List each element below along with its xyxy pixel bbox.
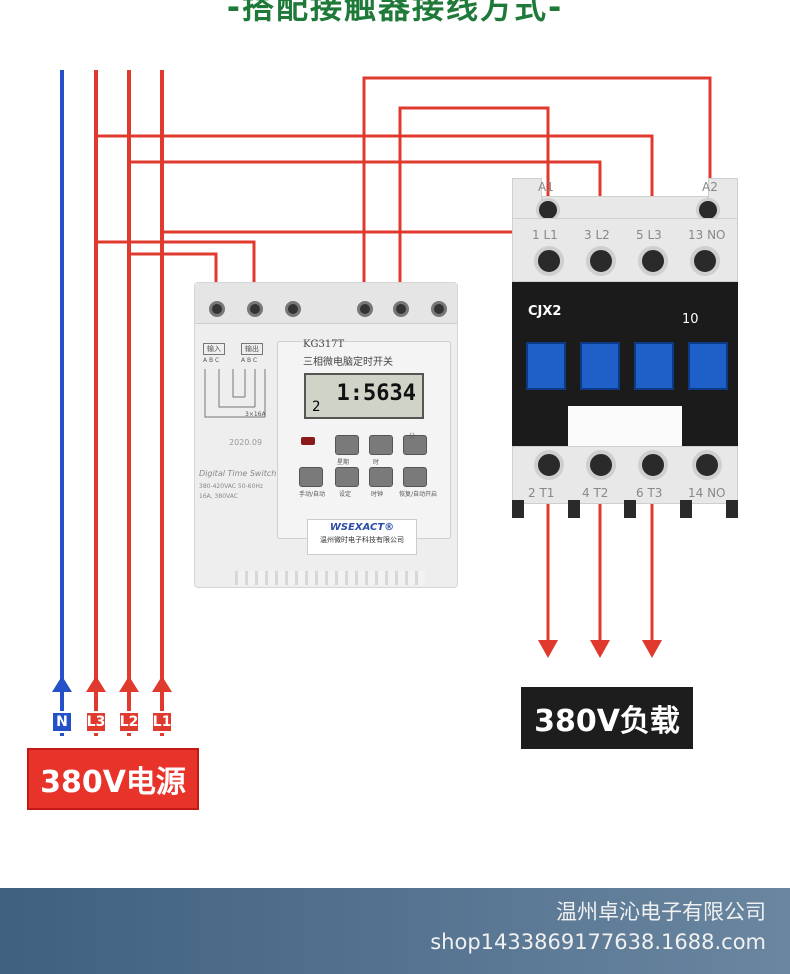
contactor-screw-l3-icon [638, 246, 668, 276]
contactor-screw-l2-icon [586, 246, 616, 276]
timer-company: 温州微时电子科技有限公司 [320, 536, 404, 544]
timer-label-clock: 时钟 [371, 491, 384, 498]
timer-button-hour[interactable] [369, 435, 393, 455]
contactor-label-t2: 4 T2 [582, 486, 609, 500]
timer-button-set[interactable] [335, 467, 359, 487]
timer-spec-voltage: 380-420VAC 50-60Hz [199, 483, 263, 490]
timer-vent [235, 571, 425, 585]
contactor-foot [624, 500, 636, 518]
contactor-indicator [634, 342, 674, 390]
arrow-n [52, 676, 72, 692]
contactor-model: CJX2 [528, 304, 562, 319]
timer-button-reset[interactable] [403, 467, 427, 487]
timer-rating-small: 3×16A [245, 411, 266, 418]
timer-spec-current: 16A, 380VAC [199, 493, 238, 500]
timer-brand-plate: WSEXACT® 温州微时电子科技有限公司 [307, 519, 417, 555]
contactor-screw-13-icon [690, 246, 720, 276]
timer-label-manual: 手动/自动 [299, 491, 326, 498]
timer-button-week[interactable] [335, 435, 359, 455]
timer-screw-icon [431, 301, 447, 317]
arrow-l3 [86, 676, 106, 692]
timer-circuit-icon [204, 369, 266, 418]
contactor-screw-14-icon [692, 450, 722, 480]
footer-company: 温州卓沁电子有限公司 [556, 900, 766, 924]
terminal-l3-label: L3 [85, 711, 107, 733]
timer-button-manual[interactable] [299, 467, 323, 487]
contactor-label-t3: 6 T3 [636, 486, 663, 500]
timer-name: 三相微电脑定时开关 [303, 357, 393, 368]
arrow-t3 [642, 640, 662, 658]
timer-screw-icon [285, 301, 301, 317]
contactor-label-l2: 3 L2 [584, 228, 610, 242]
terminal-l1-label: L1 [151, 711, 173, 733]
contactor: A1 A2 1 L1 3 L2 5 L3 13 NO CJX2 10 2 T1 … [512, 178, 738, 518]
wire-l1-to-contactor [162, 230, 552, 258]
contactor-label-14no: 14 NO [688, 486, 726, 500]
arrow-l2 [119, 676, 139, 692]
timer-output-label: 输出 [241, 343, 263, 355]
timer-output-phases: A B C [241, 357, 258, 364]
timer-led-icon [301, 437, 315, 445]
contactor-screw-t2-icon [586, 450, 616, 480]
contactor-variant: 10 [682, 312, 699, 327]
timer-brand: WSEXACT® [329, 522, 395, 533]
timer-series-label: Digital Time Switch [199, 469, 277, 478]
contactor-indicator [688, 342, 728, 390]
wire-coil-a2 [398, 106, 550, 306]
terminal-n-label: N [51, 711, 73, 733]
timer-label-set: 设定 [339, 491, 352, 498]
contactor-label-t1: 2 T1 [528, 486, 555, 500]
lcd-time: 1:5634 [336, 381, 416, 406]
timer-input-phases: A B C [203, 357, 220, 364]
timer-screw-icon [247, 301, 263, 317]
contactor-foot [726, 500, 738, 518]
power-source-label: 380V电源 [27, 748, 199, 810]
contactor-indicator [580, 342, 620, 390]
load-label: 380V负载 [521, 687, 693, 749]
timer-screw-icon [393, 301, 409, 317]
timer-screw-icon [209, 301, 225, 317]
contactor-label-13no: 13 NO [688, 228, 726, 242]
timer-input-label: 输入 [203, 343, 225, 355]
timer-lcd: 2 1:5634 [304, 373, 424, 419]
contactor-indicator [526, 342, 566, 390]
arrow-l1 [152, 676, 172, 692]
contactor-foot [568, 500, 580, 518]
contactor-label-l3: 5 L3 [636, 228, 662, 242]
timer-screw-icon [357, 301, 373, 317]
contactor-foot [512, 500, 524, 518]
contactor-screw-t3-icon [638, 450, 668, 480]
timer-button-clock[interactable] [369, 467, 393, 487]
contactor-label-a2: A2 [702, 180, 718, 194]
arrow-t2 [590, 640, 610, 658]
timer-model: KG317T [303, 339, 345, 350]
wire-coil-a1 [362, 76, 712, 306]
contactor-label-l1: 1 L1 [532, 228, 558, 242]
terminal-l2-label: L2 [118, 711, 140, 733]
timer-label-minute: 分 [409, 433, 416, 440]
contactor-screw-t1-icon [534, 450, 564, 480]
timer-label-hour: 时 [373, 459, 380, 466]
arrow-t1 [538, 640, 558, 658]
contactor-label-a1: A1 [538, 180, 554, 194]
contactor-window [568, 406, 682, 446]
diagram-title: -搭配接触器接线方式- [226, 0, 564, 26]
timer-date-code: 2020.09 [229, 438, 263, 447]
contactor-foot [680, 500, 692, 518]
timer-switch: 输入 输出 A B C A B C 3×16A 2020.09 KG317T 三… [194, 282, 458, 588]
footer-banner: 温州卓沁电子有限公司 shop1433869177638.1688.com [0, 888, 790, 974]
timer-button-minute[interactable] [403, 435, 427, 455]
timer-terminal-strip [195, 283, 457, 324]
timer-label-reset: 恢复/自动开启 [399, 491, 438, 498]
lcd-day: 2 [312, 399, 321, 415]
contactor-screw-l1-icon [534, 246, 564, 276]
footer-shop-url[interactable]: shop1433869177638.1688.com [430, 930, 766, 954]
timer-label-week: 星期 [337, 459, 350, 466]
